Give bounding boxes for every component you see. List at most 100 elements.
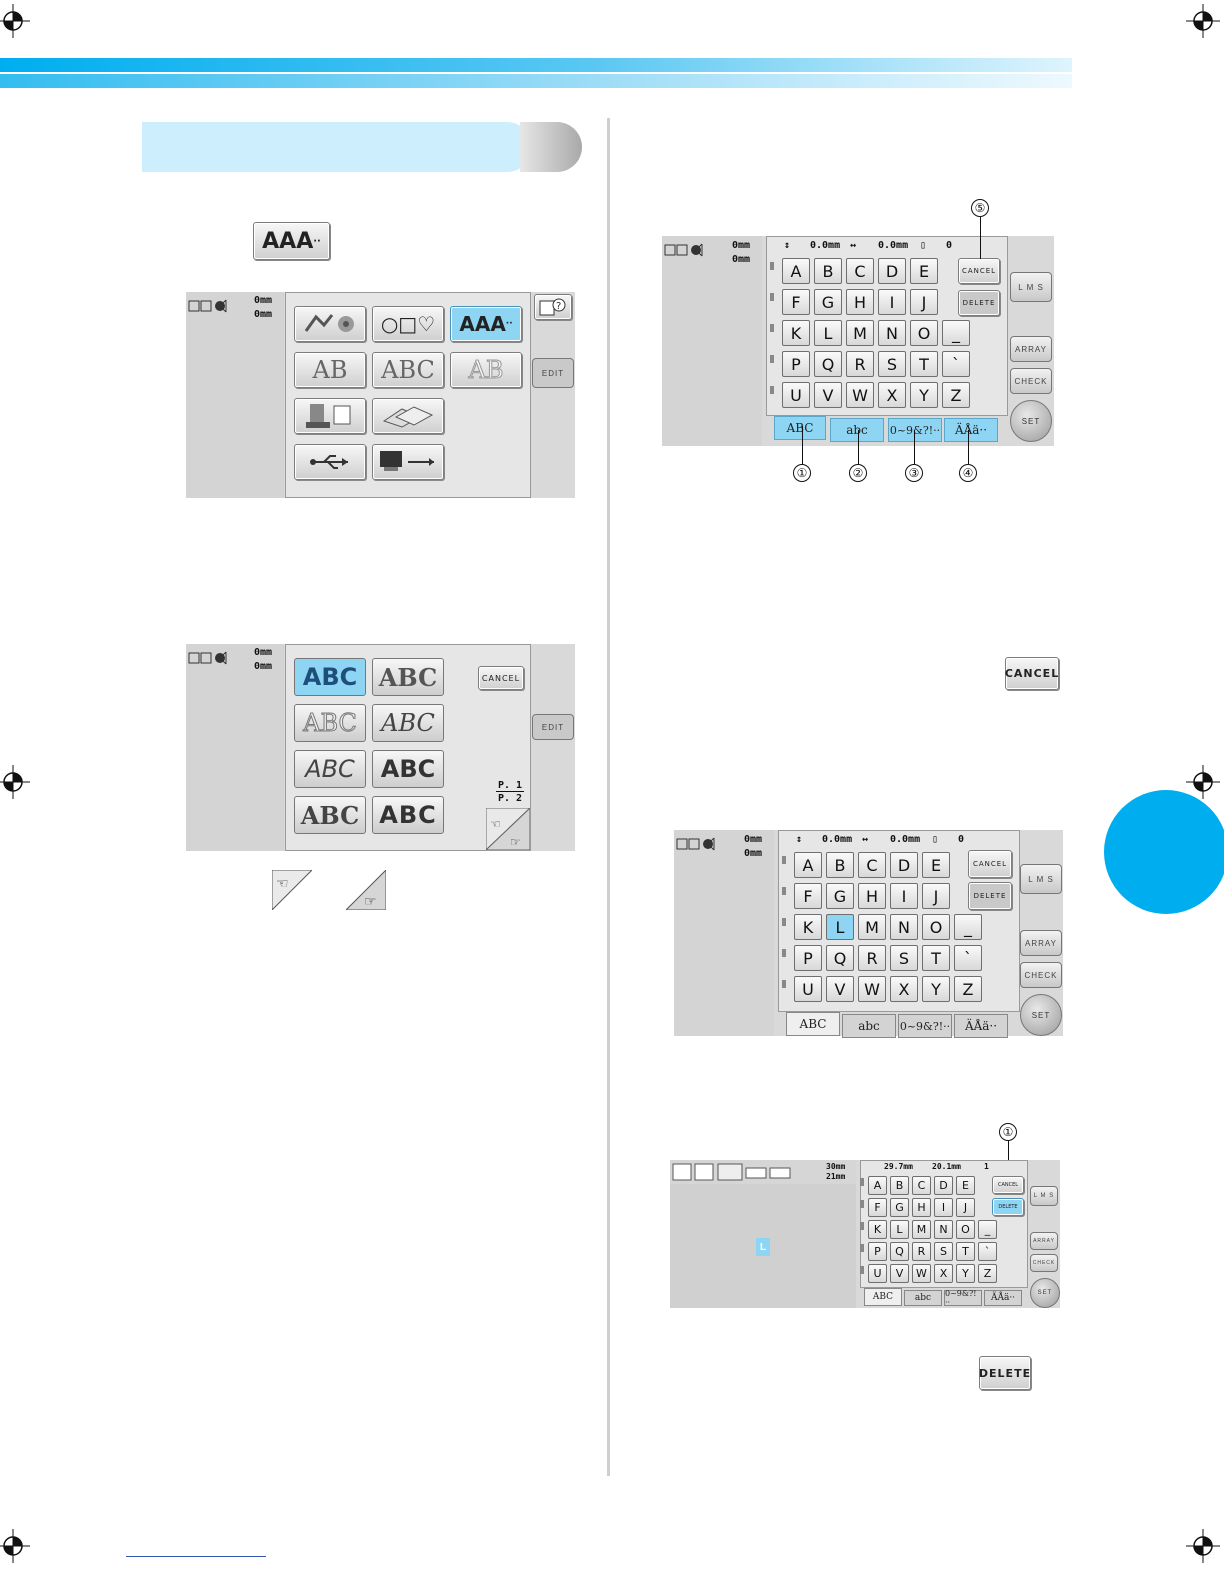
key-f[interactable]: F [794,883,822,909]
key-r[interactable]: R [846,351,874,377]
tab-accented[interactable]: ÄÅä·· [944,418,998,442]
key-b[interactable]: B [814,258,842,284]
key-x[interactable]: X [878,382,906,408]
cancel-button[interactable]: CANCEL [992,1176,1024,1194]
font-button-4[interactable]: ABC [372,704,444,742]
key-g[interactable]: G [890,1198,909,1217]
key-o[interactable]: O [922,914,950,940]
key-d[interactable]: D [878,258,906,284]
delete-button[interactable]: DELETE [992,1198,1024,1216]
key-p[interactable]: P [794,945,822,971]
edit-button[interactable]: EDIT [532,358,574,388]
key-u[interactable]: U [868,1264,887,1283]
key-v[interactable]: V [814,382,842,408]
key-l[interactable]: L [814,320,842,346]
usb-media-button[interactable] [294,444,366,480]
frame-patterns-button[interactable]: ○□♡ [372,306,444,342]
edit-button[interactable]: EDIT [532,714,574,740]
computer-usb-button[interactable] [372,444,444,480]
key-w[interactable]: W [912,1264,931,1283]
font-button-6[interactable]: ABC [372,750,444,788]
key-u[interactable]: U [782,382,810,408]
key-d[interactable]: D [934,1176,953,1195]
tab-uppercase[interactable]: ABC [786,1012,840,1036]
key-m[interactable]: M [912,1220,931,1239]
key-backtick[interactable]: ` [978,1242,997,1261]
key-s[interactable]: S [890,945,918,971]
key-s[interactable]: S [934,1242,953,1261]
key-r[interactable]: R [912,1242,931,1261]
key-t[interactable]: T [922,945,950,971]
embroidery-cards-button[interactable] [372,398,444,434]
key-i[interactable]: I [890,883,918,909]
key-e[interactable]: E [956,1176,975,1195]
tab-accented[interactable]: ÄÅä·· [984,1290,1022,1306]
tab-uppercase[interactable]: ABC [864,1288,902,1306]
key-j[interactable]: J [922,883,950,909]
tab-lowercase[interactable]: abc [842,1014,896,1038]
tab-accented[interactable]: ÄÅä·· [954,1014,1008,1038]
key-o[interactable]: O [956,1220,975,1239]
key-underscore[interactable]: _ [942,320,970,346]
array-button[interactable]: ARRAY [1020,930,1062,956]
key-e[interactable]: E [910,258,938,284]
array-button[interactable]: ARRAY [1030,1232,1058,1250]
check-button[interactable]: CHECK [1010,368,1052,394]
alphabet-abc-button[interactable]: ABC [372,352,444,388]
key-r[interactable]: R [858,945,886,971]
font-button-3[interactable]: ABC [294,704,366,742]
key-j[interactable]: J [956,1198,975,1217]
embroidery-patterns-button[interactable] [294,306,366,342]
key-h[interactable]: H [858,883,886,909]
key-backtick[interactable]: ` [942,351,970,377]
check-button[interactable]: CHECK [1030,1254,1058,1272]
alphabet-floral-button[interactable]: AB [294,352,366,388]
key-c[interactable]: C [846,258,874,284]
key-backtick[interactable]: ` [954,945,982,971]
key-w[interactable]: W [858,976,886,1002]
key-f[interactable]: F [782,289,810,315]
key-p[interactable]: P [782,351,810,377]
font-button-1[interactable]: ABC [294,658,366,696]
key-o[interactable]: O [910,320,938,346]
page-next-icon[interactable]: ☞ [346,870,386,910]
key-d[interactable]: D [890,852,918,878]
key-i[interactable]: I [878,289,906,315]
key-k[interactable]: K [782,320,810,346]
key-i[interactable]: I [934,1198,953,1217]
key-z[interactable]: Z [954,976,982,1002]
key-q[interactable]: Q [814,351,842,377]
lms-button[interactable]: L M S [1010,272,1052,302]
key-l[interactable]: L [890,1220,909,1239]
alphabet-outline-button[interactable]: AB [450,352,522,388]
key-j[interactable]: J [910,289,938,315]
delete-button[interactable]: DELETE [968,882,1012,910]
key-n[interactable]: N [890,914,918,940]
check-button[interactable]: CHECK [1020,962,1062,988]
key-h[interactable]: H [846,289,874,315]
key-h[interactable]: H [912,1198,931,1217]
key-p[interactable]: P [868,1242,887,1261]
cancel-button[interactable]: CANCEL [968,850,1012,878]
key-a[interactable]: A [794,852,822,878]
machine-memory-button[interactable] [294,398,366,434]
key-c[interactable]: C [912,1176,931,1195]
key-k[interactable]: K [868,1220,887,1239]
key-b[interactable]: B [890,1176,909,1195]
key-u[interactable]: U [794,976,822,1002]
set-button[interactable]: SET [1020,994,1062,1036]
key-m[interactable]: M [858,914,886,940]
font-button-5[interactable]: ABC [294,750,366,788]
font-button-8[interactable]: ABC [372,796,444,834]
key-m[interactable]: M [846,320,874,346]
key-y[interactable]: Y [922,976,950,1002]
key-b[interactable]: B [826,852,854,878]
key-t[interactable]: T [956,1242,975,1261]
key-v[interactable]: V [826,976,854,1002]
lms-button[interactable]: L M S [1030,1186,1058,1206]
key-k[interactable]: K [794,914,822,940]
key-q[interactable]: Q [826,945,854,971]
character-patterns-button[interactable]: AAA·· [450,306,522,342]
key-z[interactable]: Z [942,382,970,408]
tab-lowercase[interactable]: abc [830,418,884,442]
